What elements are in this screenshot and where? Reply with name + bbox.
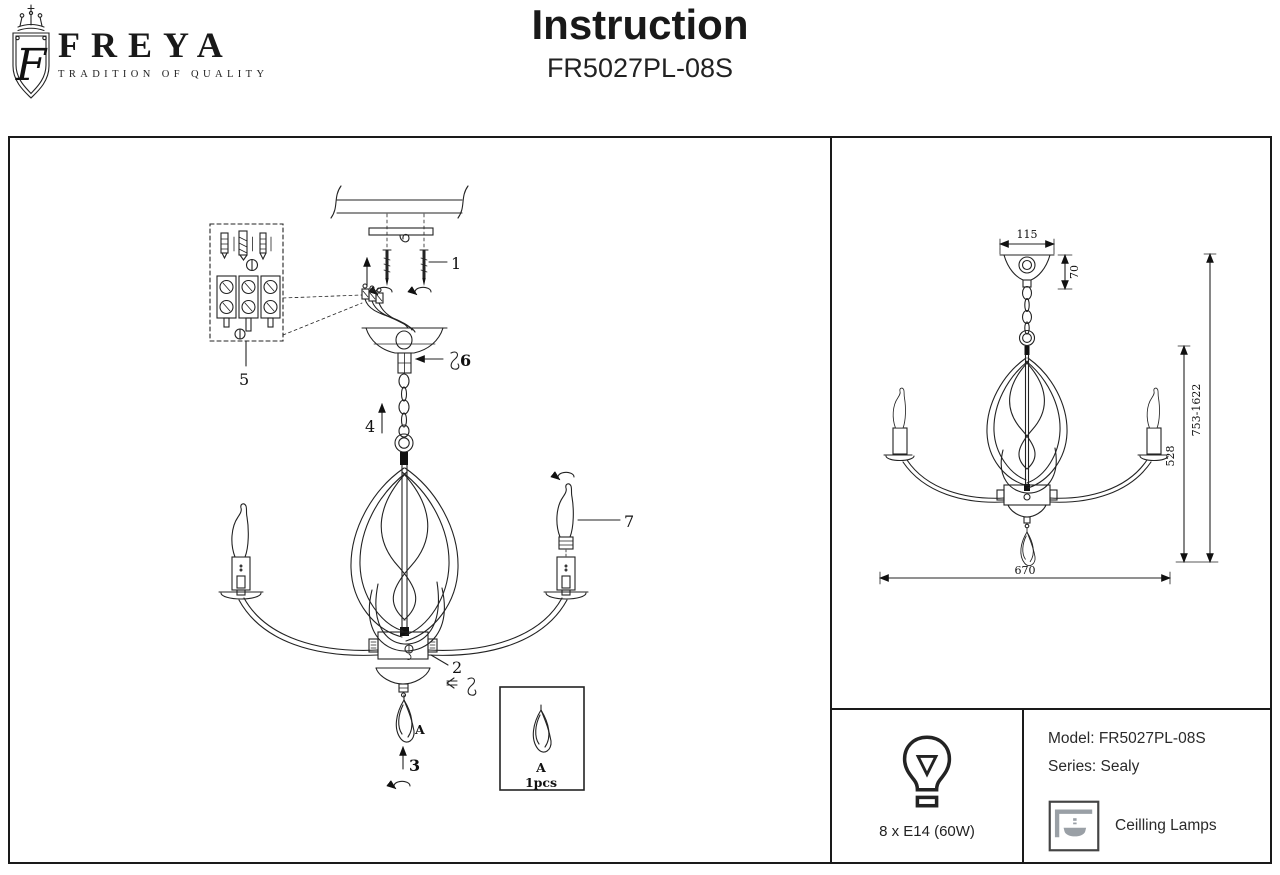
lamp-count-label: 8 x E14 (60W) (879, 822, 975, 840)
candle-bulb-icon (1146, 387, 1160, 429)
candle-bulb-icon (231, 503, 249, 558)
ceiling (330, 185, 469, 219)
lamp-arm-left (238, 597, 379, 656)
ceiling-lamp-icon (1048, 800, 1100, 852)
candle-socket-left (883, 427, 915, 462)
svg-text:70: 70 (1068, 265, 1081, 279)
pointer-lines (282, 294, 363, 336)
center-rod (1024, 354, 1030, 489)
swirl-ornament (350, 467, 459, 652)
series-label: Series: Sealy (1048, 758, 1140, 775)
wire-connector (361, 283, 416, 333)
canopy-outline (999, 254, 1055, 288)
lamp-arm-right (427, 597, 568, 656)
bottom-cone (1007, 504, 1047, 529)
logo-letter: F (15, 40, 48, 91)
leader-line (430, 654, 449, 666)
glass-pendant (395, 694, 415, 743)
screw-icon (418, 248, 430, 288)
part-label-3: 3 (409, 756, 420, 775)
part-label-6: 6 (460, 351, 471, 370)
spare-qty: 1pcs (525, 775, 557, 790)
chain (1021, 285, 1033, 335)
rotate-arrow-icon (394, 781, 410, 788)
rotate-arrow-icon (558, 472, 574, 479)
doc-title: Instruction (531, 1, 749, 48)
svg-text:753-1622: 753-1622 (1190, 384, 1203, 437)
swirl-ornament (986, 357, 1068, 494)
rotate-arrow-icon (415, 287, 431, 294)
center-body (368, 631, 438, 660)
svg-text:670: 670 (1015, 564, 1036, 577)
part-label-7: 7 (624, 512, 634, 531)
rod-connector (400, 452, 408, 465)
document-title-block: Instruction FR5027PL-08S (532, 4, 749, 84)
part-label-5: 5 (239, 370, 249, 389)
model-label: Model: FR5027PL-08S (1048, 730, 1206, 747)
dimension-diagram: 115 70 (878, 228, 1219, 585)
spare-part-box (499, 686, 585, 791)
freya-shield-icon: F (12, 4, 50, 99)
dim-canopy-height: 70 (1057, 253, 1081, 291)
bulb-spec-cell: 8 x E14 (60W) (832, 710, 1024, 862)
candle-socket-right (543, 556, 589, 600)
assembly-panel: 1 (10, 138, 830, 862)
hardware-detail-box (209, 223, 284, 342)
brand-name: FREYA (58, 25, 234, 65)
model-spec-cell: Model: FR5027PL-08S Series: Sealy Ceilli… (1024, 710, 1270, 862)
part-label-4: 4 (365, 417, 375, 436)
dim-overall-width: 670 (878, 564, 1172, 585)
svg-text:528: 528 (1164, 446, 1177, 467)
dim-overall-height: 753-1622 (1175, 252, 1219, 564)
bulb-base (558, 536, 574, 557)
candle-bulb-icon (556, 483, 574, 538)
screw-direction-icon (446, 677, 458, 689)
lamp-arms (902, 459, 1152, 503)
dimension-panel: 115 70 (830, 138, 1270, 862)
canopy (361, 327, 448, 374)
part-label-1: 1 (451, 254, 461, 273)
svg-text:115: 115 (1017, 228, 1038, 241)
pendant-marker: A (414, 722, 425, 737)
candle-socket-left (218, 556, 264, 600)
chain (398, 373, 410, 438)
screw-icon (381, 248, 393, 288)
terminal-blocks (216, 275, 281, 332)
category-label: Ceilling Lamps (1115, 817, 1217, 834)
bottom-cone (375, 667, 431, 698)
glass-pendant (1020, 527, 1036, 567)
center-rod (400, 464, 409, 636)
spare-marker: A (535, 760, 546, 775)
freya-logo: F FREYA TRADITION OF QUALITY (8, 4, 308, 104)
spec-table: 8 x E14 (60W) Model: FR5027PL-08S Series… (832, 708, 1270, 862)
doc-model-code: FR5027PL-08S (546, 53, 734, 83)
dim-body-height: 528 (1164, 344, 1191, 564)
candle-bulb-icon (892, 387, 906, 429)
hook-screw-icon (467, 677, 477, 696)
part-label-2: 2 (452, 658, 462, 677)
mounting-bracket (368, 213, 434, 251)
bulb-icon (902, 734, 952, 807)
hook-screw-icon (450, 351, 460, 370)
glass-pendant (532, 704, 552, 753)
drawing-sheet: 1 (8, 136, 1272, 864)
dim-canopy-width: 115 (998, 228, 1056, 255)
brand-tagline: TRADITION OF QUALITY (58, 69, 269, 80)
